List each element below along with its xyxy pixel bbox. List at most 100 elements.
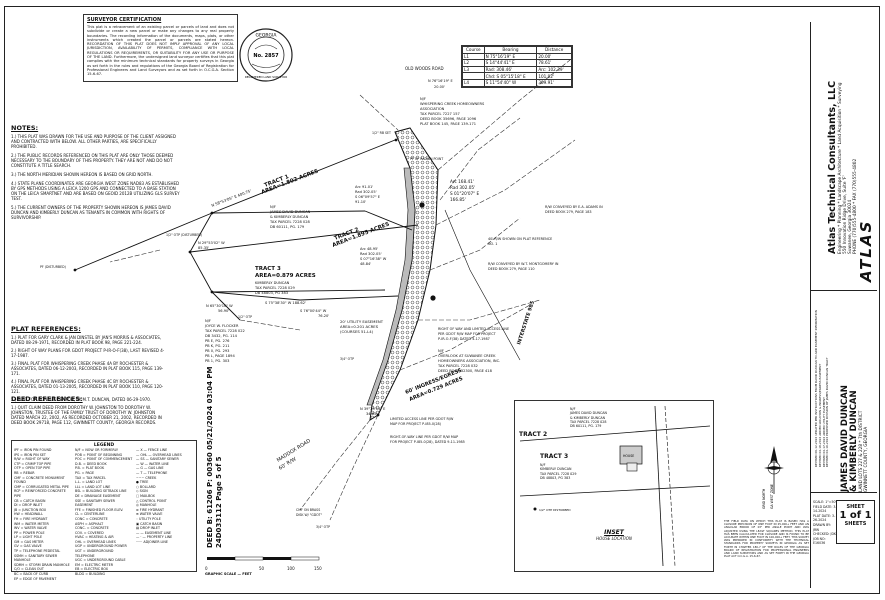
revisions: REVISED 06-12-2024 UPDATED PER INSTRUCTI… [814,310,830,467]
kimberly-label: TAX PARCEL 7228 029 [254,286,295,290]
marker-dot [376,413,380,417]
legend-item: GM = GAS METER [14,539,44,544]
scale-label: 150 [314,566,322,571]
tract3-area: AREA=0.879 ACRES [255,273,316,279]
marker-label: DISK W/ "GDOT" [296,513,323,517]
whispering-label: PLAT BOOK 145, PAGE 139-171 [420,122,476,126]
right-note: R/W CONVEYED BY W.T. MONTGOMERY IN [488,262,559,266]
legend-item: FH = FIRE HYDRANT [14,516,48,521]
legend-title: LEGEND [93,443,115,448]
whispering-label: N/F [420,97,426,101]
marker-label: 1/2" OTP [238,315,252,319]
interstate-line [444,209,521,361]
plat-ref-item: 5.) PLAT FOR DONALD DENTON, BY M.T. DUNC… [11,397,152,402]
kimberly-label: DB 48803, PG 383 [255,291,288,295]
legend-item: L.L. = LAND LOT [75,480,103,485]
legend-item: PP = POWER POLE [14,530,45,535]
bearing-label: N 39°29'13" E [360,407,386,411]
inset-duncan: N/F JAMES DAVID DUNCAN & KIMBERLY DUNCAN… [570,407,607,428]
north-arrow-icon: GRID NORTH GA WEST ZONE [762,446,784,509]
marker-label: 1/2" RB SET [372,131,391,135]
joyce-label: PB L, PAGE 1894 [205,354,235,358]
plat-sheet [4,6,880,594]
plat-ref-item: 2.) RIGHT OF WAY PLANS FOR GDOT PROJECT … [11,348,165,358]
survey-markers [73,138,436,417]
legend-column: — X — FENCE LINE— OHL — OVERHEAD LINES— … [136,448,194,581]
old-woods-road: OLD WOODS ROAD [405,66,444,71]
legend-item: △ CONTROL POINT [136,498,167,503]
joyce-label: PB 0, PG. 293 [205,349,229,353]
overlook-label: DEED BOOK 32300, PAGE 418 [438,369,493,373]
cell: 309.91' [536,78,572,87]
legend-item: □ MAILBOX [136,493,155,498]
legend-item: OTP = OPEN TOP PIPE [14,466,51,471]
marker-dot [210,290,214,294]
duncan-label: N/F [270,205,276,209]
plat-drawing: OLD WOODS ROAD N 76°16'19" E 20.00' N/F … [40,59,603,529]
surveyor-certification: SURVEYOR CERTIFICATION This plat is a re… [83,14,238,82]
legend-item: ⊕ WATER VALVE [136,512,163,517]
inset-tract3: TRACT 3 [540,453,569,460]
bearing-label: 76.20' [318,314,329,318]
inset-kimberly-line: KIMBERLY DUNCAN [540,467,572,472]
kimberly-label: KIMBERLY DUNCAN [255,281,290,285]
legend-item: HVAC = HEATING & AIR [75,535,114,540]
scale-label: 0 [205,566,208,571]
bearing-label: 85.35' [198,246,209,250]
cell: S 11°54'40" W [483,78,538,87]
bearing-label: 20.00' [434,85,445,89]
bearing-label: S 76°00'44" W [300,309,327,313]
marker-label: 1/2" OTP (DISTURBED) [166,233,202,237]
legend-item: WV = WATER VALVE [14,526,48,531]
bearing-label: 34.65' [366,412,377,416]
legend-item: CMF = CONCRETE MONUMENT FOUND [14,475,65,485]
legend-item: ASPH = ASPHALT [75,521,104,526]
arc2-label: S 01°20'07" E [450,191,479,196]
legend-item: TAX = TAX PARCEL [75,475,106,480]
bearing-label: N 29°53'02" W [198,241,225,245]
whispering-label: ASSOCIATION [420,107,445,111]
legend-item: EB = ELECTRIC BOX [75,567,108,572]
legend-item: — W — WATER LINE [136,461,169,466]
legend-item: CONC. = CONCRETE [75,526,109,531]
overlook-label: HOMEOWNERS ASSOCIATION, INC. [438,359,500,363]
legend-item: EP = EDGE OF PAVEMENT [14,576,57,581]
right-note: NO. 1 [488,242,497,246]
legend-item: RB = REBAR [14,470,35,475]
legend-item: JB = JUNCTION BOX [14,507,47,512]
north-label2: GA WEST ZONE [770,484,774,509]
title-block: Atlas Technical Consultants, LLC Enginee… [810,22,877,588]
legend-item: UGC = UNDERGROUND CABLE [75,558,126,563]
legend-item: PG. = PAGE [75,470,95,475]
legend-item: RCP = REINFORCED CONCRETE PIPE [14,489,66,498]
inset-kimberly: N/F KIMBERLY DUNCAN TAX PARCEL 7228 029 … [540,463,576,480]
inset-marker: 1/2" OTP DISTURBED [539,508,571,512]
legend-item: CMP = CORRUGATED METAL PIPE [14,484,69,489]
legend-item: SSMH = SANITARY SEWER MANHOLE [14,553,58,563]
joyce-label: PB 1, PG. 303 [205,359,229,363]
right-note: R/W CONVEYED BY E.A. ADAMS IN [545,205,603,209]
plat-references-title: PLAT REFERENCES: [11,325,81,333]
scale-label: 50 [259,566,265,571]
arc3-label: Arc 48.95' [360,247,378,251]
overlook-label: TAX PARCEL 7228 032 [437,364,478,368]
legend-item: ◎ MANHOLE [136,503,157,508]
sheet-number: SHEET 1 of 1 SHEETS [836,500,875,544]
info-line: SCALE: 1"=50' [813,500,837,504]
joyce-label: JOYCE W. FLOCKER [204,324,239,328]
info-line: FIELD DATE: 3-14-2024 [813,504,837,514]
inset-caption: INSET HOUSE LOCATION [515,529,713,541]
arc2-label: Arc 168.41' [450,179,474,184]
legend-item: ▤ DROP INLET [136,526,160,531]
legend-item: CL = CENTERLINE [75,512,105,517]
whispering-label: DEED BOOK 35696, PAGE 1096 [420,117,477,121]
plat-references: PLAT REFERENCES: 1.) PLAT FOR GARY CLARK… [11,325,166,402]
firm-name: Atlas Technical Consultants, LLC [827,80,838,254]
info-line: PLAT DATE: 3-26-2024 [813,513,836,523]
inset-title: INSET [604,529,624,536]
bearing-label: 56.90' [218,309,229,313]
arc3-label: S 07°16'38" W [360,257,387,261]
legend-item: CB = CATCH BASIN [14,498,46,503]
